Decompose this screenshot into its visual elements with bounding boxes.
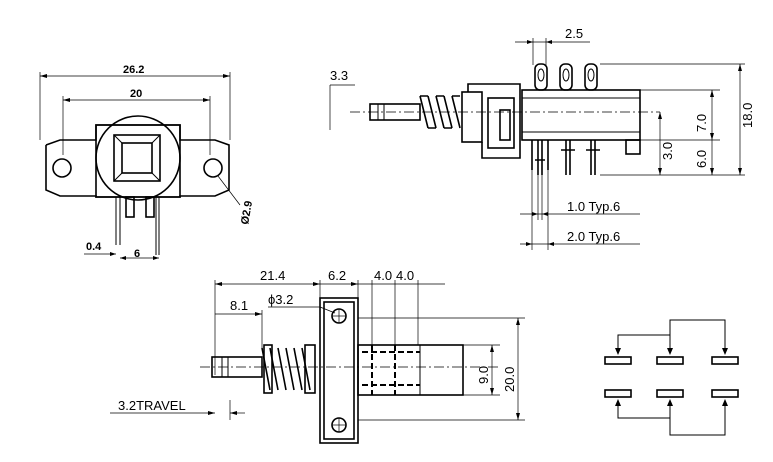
front-view: 26.2 20 Ø2.9 0.4 — [39, 64, 255, 260]
dim-travel: 3.2TRAVEL — [118, 398, 186, 413]
switch-schematic — [604, 319, 739, 436]
dim-flange-width: 6.2 — [328, 268, 346, 283]
dim-overall-width: 26.2 — [123, 64, 144, 76]
dim-height-lower: 6.0 — [694, 150, 709, 168]
dim-height-total: 18.0 — [740, 103, 755, 128]
dim-hole-dia: ϕ3.2 — [268, 292, 293, 307]
top-view: 21.4 6.2 4.0 4.0 8.1 ϕ3.2 — [110, 268, 525, 444]
dim-pin-gap: 0.4 — [86, 241, 102, 253]
dim-pin-protrusion: 3.0 — [660, 142, 675, 160]
dim-plunger-length: 21.4 — [260, 268, 285, 283]
dim-body-height: 9.0 — [476, 366, 491, 384]
dim-flange-height: 20.0 — [502, 367, 517, 392]
dim-pin-spacing-a: 4.0 — [374, 268, 392, 283]
dim-pin-width-a: 1.0 Typ.6 — [567, 199, 620, 214]
side-view: 2.5 3.3 — [329, 26, 755, 250]
dim-pin-pitch: 6 — [134, 248, 140, 260]
dim-shaft-offset: 3.3 — [330, 68, 348, 83]
dim-shaft-tip: 8.1 — [230, 298, 248, 313]
dim-pin-pitch: 2.5 — [565, 26, 583, 41]
dim-mount-pitch: 20 — [130, 88, 142, 100]
dim-pin-width-b: 2.0 Typ.6 — [567, 229, 620, 244]
dim-pin-spacing-b: 4.0 — [396, 268, 414, 283]
dim-height-upper: 7.0 — [694, 114, 709, 132]
dim-hole-dia: Ø2.9 — [239, 200, 255, 226]
